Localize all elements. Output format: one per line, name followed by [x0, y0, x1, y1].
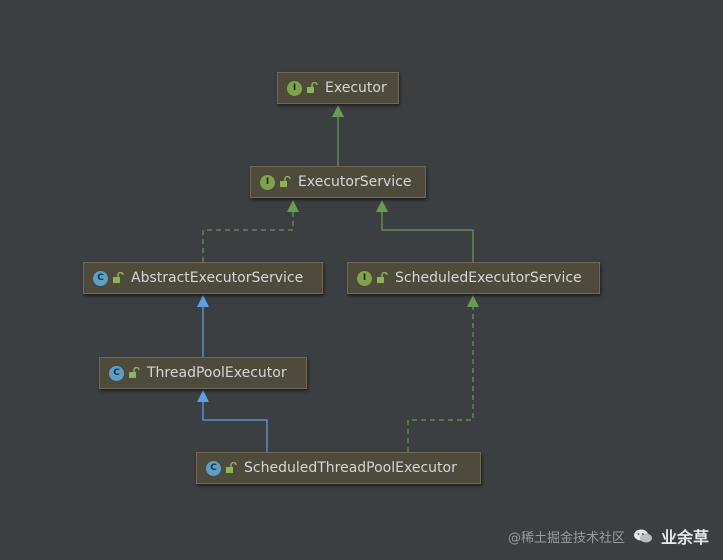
- abstract-class-icon: C: [93, 270, 108, 286]
- unlock-icon: [113, 272, 124, 283]
- edge-scheduledexecutorservice-executorservice: [376, 200, 474, 262]
- node-label: AbstractExecutorService: [131, 270, 304, 286]
- node-label: Executor: [325, 80, 387, 96]
- node-scheduled-thread-pool-executor[interactable]: C ScheduledThreadPoolExecutor: [196, 452, 481, 484]
- interface-icon: I: [357, 270, 372, 286]
- watermark: @稀土掘金技术社区 业余草: [508, 524, 709, 548]
- node-thread-pool-executor[interactable]: C ThreadPoolExecutor: [99, 357, 307, 389]
- watermark-site: @稀土掘金技术社区: [507, 530, 625, 546]
- class-icon: C: [109, 365, 124, 381]
- node-scheduled-executor-service[interactable]: I ScheduledExecutorService: [347, 262, 600, 294]
- node-label: ScheduledExecutorService: [395, 270, 582, 286]
- wechat-icon: [633, 529, 652, 543]
- watermark-name: 业余草: [660, 528, 709, 547]
- node-label: ExecutorService: [298, 174, 412, 190]
- node-executor[interactable]: I Executor: [277, 72, 399, 104]
- interface-icon: I: [287, 80, 302, 96]
- unlock-icon: [280, 176, 291, 187]
- edge-scheduledthreadpool-threadpool: [197, 390, 268, 452]
- node-label: ScheduledThreadPoolExecutor: [244, 460, 457, 476]
- edge-abstract-executorservice: [202, 200, 299, 262]
- class-icon: C: [206, 460, 221, 476]
- unlock-icon: [129, 367, 140, 378]
- unlock-icon: [307, 82, 318, 93]
- interface-icon: I: [260, 174, 275, 190]
- unlock-icon: [377, 272, 388, 283]
- node-label: ThreadPoolExecutor: [147, 365, 287, 381]
- edge-scheduledthreadpool-scheduledexecutorservice: [407, 295, 479, 452]
- unlock-icon: [226, 462, 237, 473]
- node-abstract-executor-service[interactable]: C AbstractExecutorService: [83, 262, 323, 294]
- node-executor-service[interactable]: I ExecutorService: [250, 166, 426, 198]
